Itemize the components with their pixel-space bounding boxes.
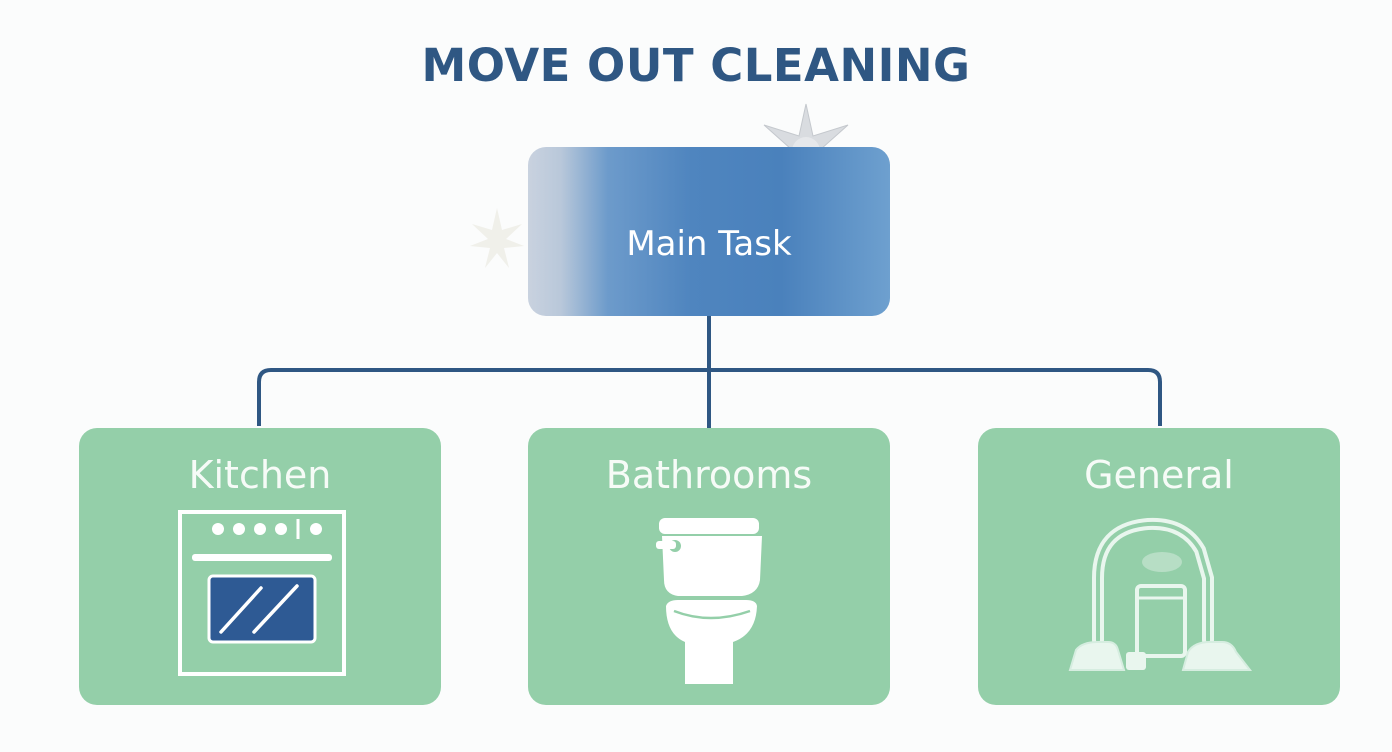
connector-branch	[257, 368, 1162, 426]
diagram-title: MOVE OUT CLEANING	[421, 39, 971, 92]
toilet-icon	[656, 518, 762, 684]
category-card-bathrooms: Bathrooms	[528, 428, 890, 705]
category-card-general: General	[978, 428, 1340, 705]
oven-icon	[178, 510, 346, 676]
category-label-kitchen: Kitchen	[188, 453, 332, 497]
category-card-kitchen: Kitchen	[79, 428, 441, 705]
main-task-label: Main Task	[626, 224, 792, 264]
vacuum-cleaner-icon	[1068, 517, 1253, 671]
main-task-box: Main Task	[528, 147, 890, 316]
category-label-general: General	[1084, 453, 1234, 497]
category-label-bathrooms: Bathrooms	[605, 453, 813, 497]
sparkle-icon-small	[470, 208, 524, 268]
